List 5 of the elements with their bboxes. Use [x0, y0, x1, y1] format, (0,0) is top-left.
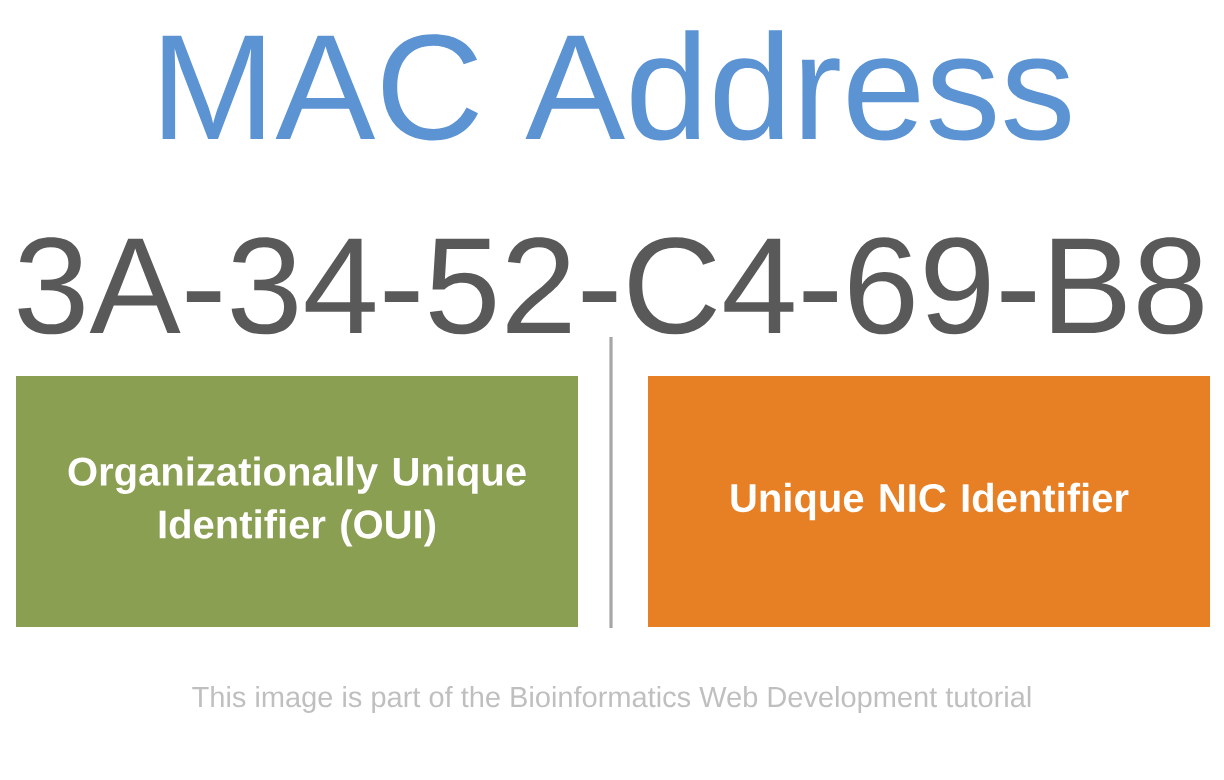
address-value: 3A-34-52-C4-69-B8	[18, 237, 1203, 335]
title: MAC Address	[162, 30, 1070, 141]
footer-note: This image is part of the Bioinformatics Web Development tutorial	[192, 686, 1031, 713]
segment-box: Unique NIC Identifier	[648, 376, 1210, 627]
segment-box: Organizationally Unique Identifier (OUI)	[16, 376, 578, 627]
